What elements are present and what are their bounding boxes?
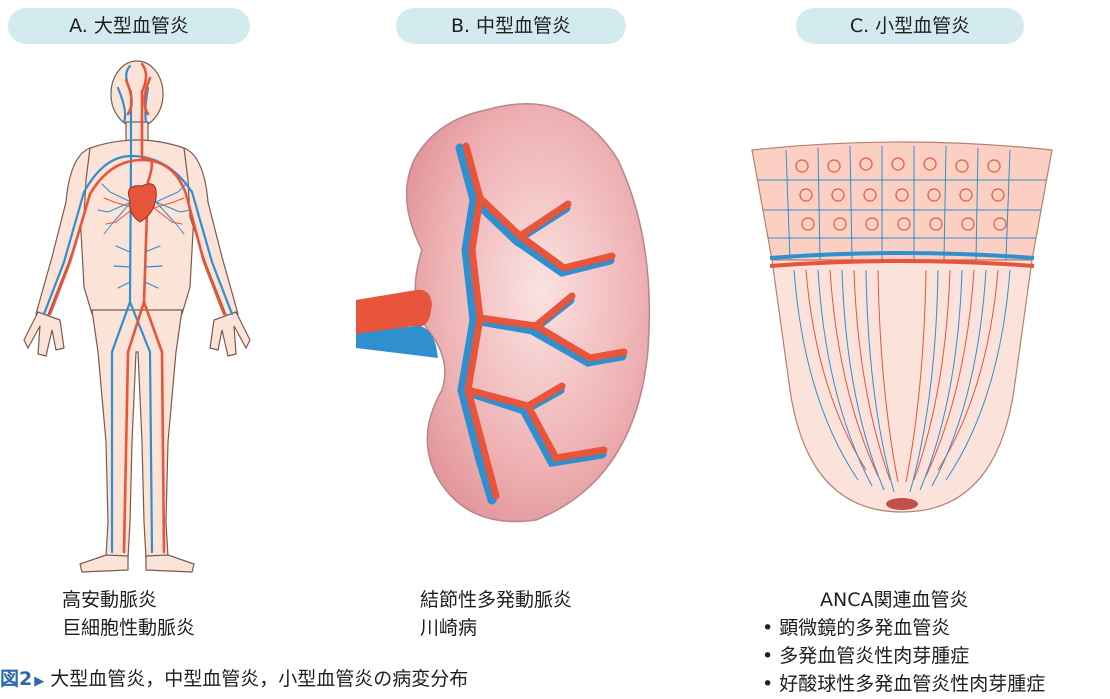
kidney-shape [407, 104, 650, 522]
disease-label: 高安動脈炎 [62, 586, 195, 614]
panel-b-label: B. 中型血管炎 [396, 8, 626, 44]
panel-b-caption: 結節性多発動脈炎 川崎病 [420, 586, 572, 642]
left-foot [80, 555, 128, 572]
caption-arrow-icon: ▶ [34, 674, 44, 689]
figure-number: 図2 [0, 668, 32, 690]
disease-label: 巨細胞性動脈炎 [62, 614, 195, 642]
disease-label: 結節性多発動脈炎 [420, 586, 572, 614]
panel-a-caption: 高安動脈炎 巨細胞性動脈炎 [62, 586, 195, 642]
list-item: • 好酸球性多発血管炎性肉芽腫症 [762, 670, 1045, 698]
right-hand [210, 312, 250, 356]
subtype-label: 顕微鏡的多発血管炎 [779, 617, 950, 639]
panel-c-caption: ANCA関連血管炎 [820, 586, 968, 614]
tissue-lower-zone [772, 260, 1032, 512]
figure-title: 大型血管炎，中型血管炎，小型血管炎の病変分布 [50, 668, 468, 690]
disease-label: 川崎病 [420, 614, 572, 642]
left-hand [24, 312, 64, 356]
tissue-capillary-illustration [746, 140, 1058, 520]
figure-caption: 図2▶ 大型血管炎，中型血管炎，小型血管炎の病変分布 [0, 664, 468, 691]
panel-c-label: C. 小型血管炎 [796, 8, 1024, 44]
papilla-opening [886, 498, 918, 510]
panel-c-subtype-list: • 顕微鏡的多発血管炎 • 多発血管炎性肉芽腫症 • 好酸球性多発血管炎性肉芽腫… [762, 614, 1045, 698]
right-foot [146, 555, 194, 572]
head [111, 61, 163, 127]
subtype-label: 多発血管炎性肉芽腫症 [779, 645, 969, 667]
legs [92, 310, 182, 558]
list-item: • 顕微鏡的多発血管炎 [762, 614, 1045, 642]
list-item: • 多発血管炎性肉芽腫症 [762, 642, 1045, 670]
human-body-illustration [18, 52, 268, 580]
kidney-illustration [356, 90, 656, 540]
subtype-label: 好酸球性多発血管炎性肉芽腫症 [779, 673, 1045, 695]
disease-label: ANCA関連血管炎 [820, 586, 968, 614]
panel-a-label: A. 大型血管炎 [8, 8, 250, 44]
